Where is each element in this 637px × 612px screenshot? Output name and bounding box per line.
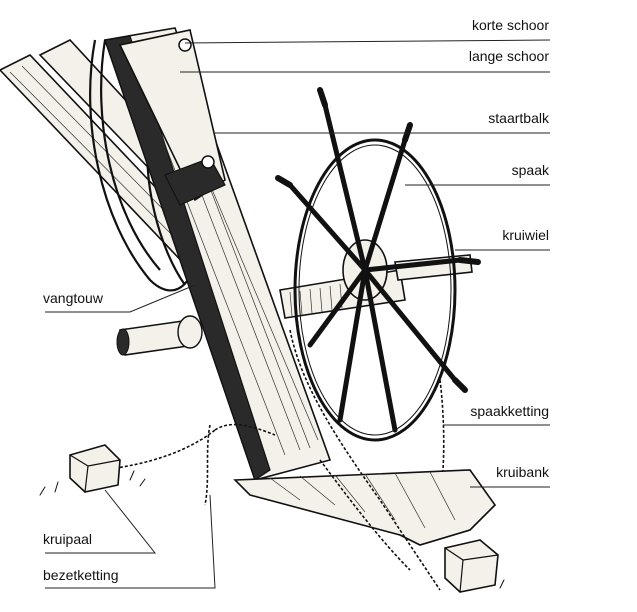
label-staartbalk: staartbalk	[488, 110, 550, 126]
label-kruipaal: kruipaal	[43, 531, 92, 547]
capstan-wheel-drawing	[275, 87, 481, 442]
leader-korte-schoor	[184, 39, 551, 44]
labels: korte schoor lange schoor staartbalk spa…	[43, 17, 550, 583]
illustration	[0, 27, 505, 593]
label-lange-schoor: lange schoor	[469, 48, 550, 64]
label-spaak: spaak	[512, 162, 550, 178]
leader-lines	[45, 39, 551, 589]
label-spaakketting: spaakketting	[470, 403, 549, 419]
label-korte-schoor: korte schoor	[472, 17, 549, 33]
tail-beam-drawing	[103, 27, 332, 481]
leader-kruipaal	[45, 489, 157, 554]
label-kruibank: kruibank	[496, 464, 550, 480]
label-kruiwiel: kruiwiel	[502, 227, 549, 243]
leader-vangtouw	[45, 284, 196, 313]
label-bezetketting: bezetketting	[43, 567, 119, 583]
label-vangtouw: vangtouw	[43, 290, 104, 306]
anchor-post-drawing	[39, 444, 505, 593]
leader-bezetketting	[45, 494, 216, 589]
rope-peg-drawing	[116, 315, 203, 356]
capstan-bench-drawing	[233, 469, 497, 546]
